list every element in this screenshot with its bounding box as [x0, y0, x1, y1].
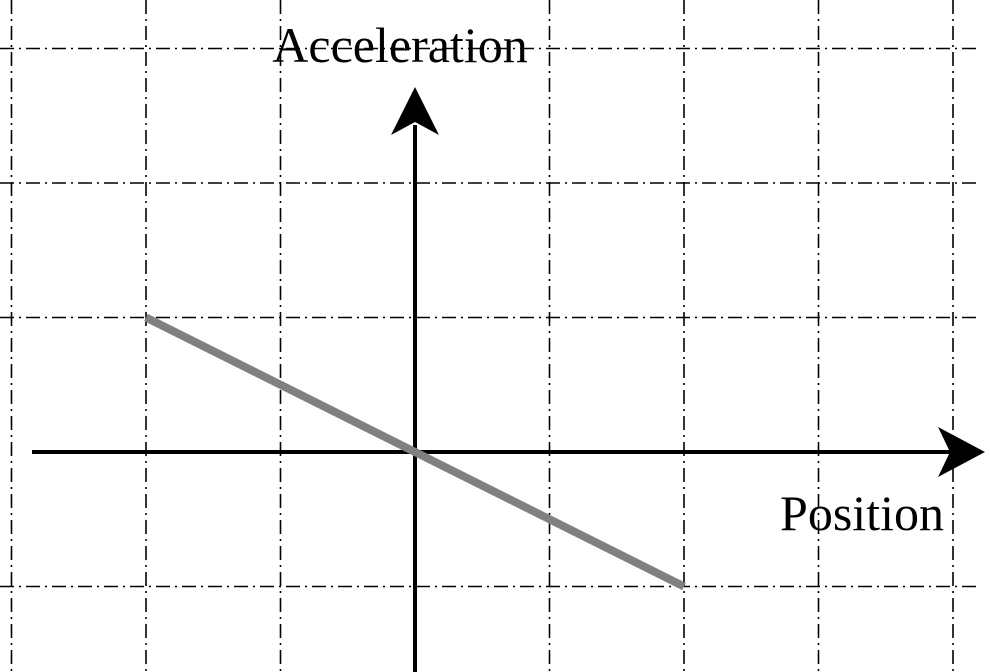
y-axis-label: Acceleration	[272, 17, 527, 73]
y-axis-arrow-icon	[391, 87, 439, 135]
series-group	[144, 313, 686, 591]
x-axis-label: Position	[780, 485, 944, 541]
axes	[32, 87, 985, 672]
series-line-0	[144, 313, 686, 591]
x-axis-arrow-icon	[938, 427, 985, 477]
